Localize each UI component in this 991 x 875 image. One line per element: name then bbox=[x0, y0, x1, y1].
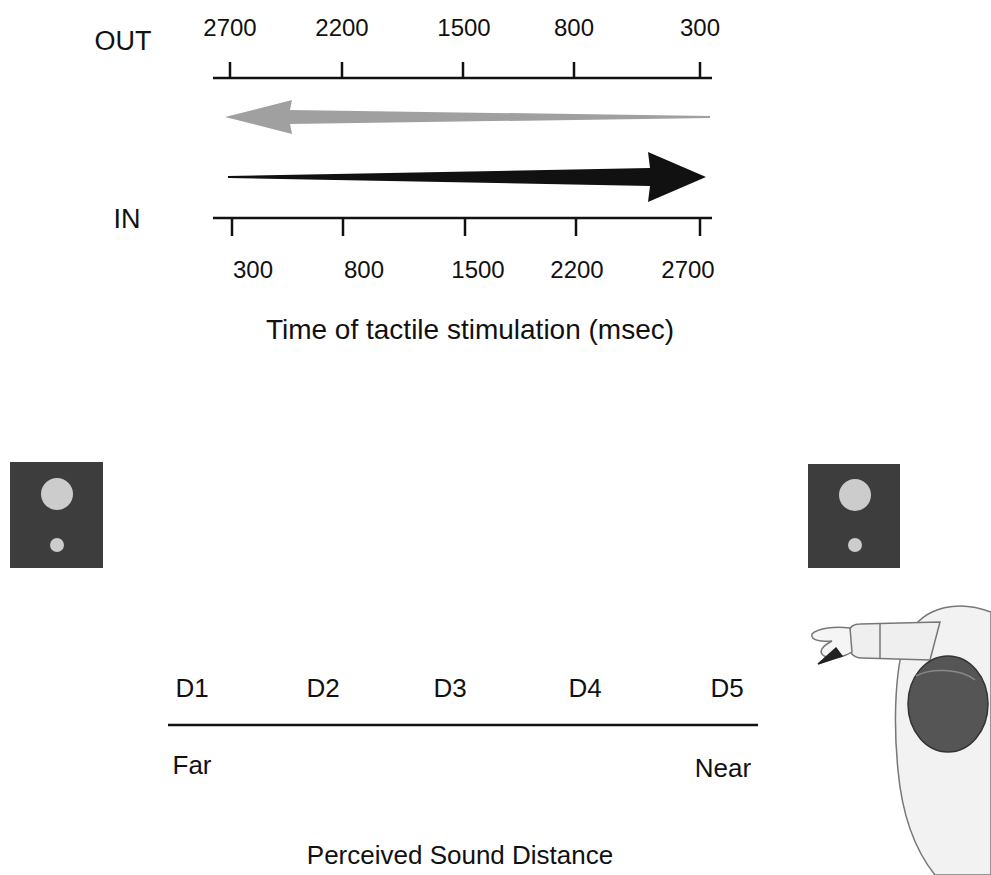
tick-label: 1500 bbox=[451, 257, 504, 283]
out-axis bbox=[213, 62, 712, 78]
in-arrow bbox=[228, 152, 706, 202]
tick-label: 2200 bbox=[315, 15, 368, 41]
tick-label: 800 bbox=[554, 15, 594, 41]
tick-label: 2200 bbox=[550, 257, 603, 283]
out-arrow bbox=[225, 100, 710, 134]
speaker-right bbox=[808, 464, 900, 568]
tick-label: 300 bbox=[680, 15, 720, 41]
distance-axis bbox=[168, 724, 758, 727]
distance-label: D5 bbox=[710, 674, 743, 703]
tick-label: 300 bbox=[233, 257, 273, 283]
end-label: Near bbox=[695, 754, 751, 783]
axis-title: Perceived Sound Distance bbox=[307, 841, 613, 870]
in-axis bbox=[213, 218, 712, 236]
axis-title: Time of tactile stimulation (msec) bbox=[266, 315, 674, 346]
speaker-left bbox=[10, 462, 103, 568]
tick-label: 800 bbox=[344, 257, 384, 283]
distance-label: D2 bbox=[306, 674, 339, 703]
person-figure bbox=[812, 606, 991, 875]
axis-name: IN bbox=[114, 205, 141, 235]
distance-label: D1 bbox=[175, 674, 208, 703]
distance-label: D4 bbox=[568, 674, 601, 703]
distance-label: D3 bbox=[433, 674, 466, 703]
tick-label: 1500 bbox=[437, 15, 490, 41]
end-label: Far bbox=[173, 751, 212, 780]
tick-label: 2700 bbox=[661, 257, 714, 283]
axis-name: OUT bbox=[95, 27, 152, 57]
tick-label: 2700 bbox=[203, 15, 256, 41]
